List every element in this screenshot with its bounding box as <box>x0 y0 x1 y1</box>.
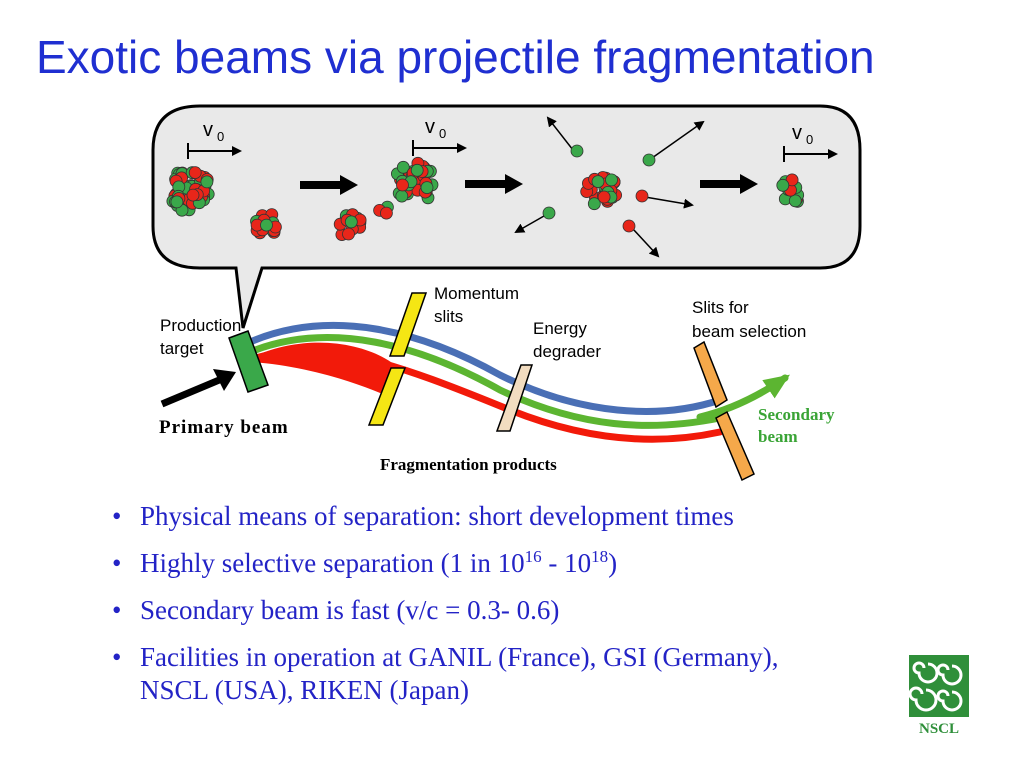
nucleon <box>260 218 273 232</box>
bullet-dot: • <box>112 641 122 672</box>
bullet-item: • Secondary beam is fast (v/c = 0.3- 0.6… <box>112 594 560 625</box>
velocity-label: v <box>203 119 213 141</box>
velocity-subscript: 0 <box>806 132 813 147</box>
label-momentum-slits: Momentum <box>434 284 519 303</box>
process-arrows <box>300 174 758 195</box>
label-secondary-beam: beam <box>758 427 798 446</box>
emitted-nucleons <box>514 116 705 258</box>
callout-bubble <box>151 104 862 329</box>
nucleon <box>591 175 605 189</box>
label-energy-degrader: degrader <box>533 342 601 361</box>
beam-blue <box>246 321 724 415</box>
fragmentation-diagram: v 0 v 0 v 0 <box>151 104 862 482</box>
velocity-arrow-3: v 0 <box>783 122 838 162</box>
nucleon <box>188 166 202 180</box>
beam-red-spread <box>250 342 395 395</box>
nucleon <box>395 189 409 203</box>
bullet-dot: • <box>112 594 122 625</box>
nucleon <box>186 188 200 202</box>
nucleon <box>776 178 790 192</box>
velocity-arrows: v 0 v 0 v 0 <box>187 116 838 162</box>
velocity-arrow-1: v 0 <box>187 119 242 159</box>
nucleon <box>200 175 214 189</box>
selection-slit-upper <box>693 340 728 409</box>
velocity-label: v <box>792 122 802 144</box>
nuclei-clusters <box>166 156 805 242</box>
process-arrow <box>300 175 358 195</box>
label-momentum-slits: slits <box>434 307 463 326</box>
label-energy-degrader: Energy <box>533 319 587 338</box>
slide-title: Exotic beams via projectile fragmentatio… <box>36 31 875 83</box>
nucleon <box>170 195 184 209</box>
nscl-logo: NSCL <box>908 655 969 736</box>
nucleon <box>587 197 601 211</box>
nucleon <box>379 206 393 220</box>
production-target <box>228 330 269 393</box>
label-slits-selection: Slits for <box>692 298 749 317</box>
label-fragmentation-products: Fragmentation products <box>380 455 557 474</box>
beam-green-main <box>246 334 724 429</box>
label-secondary-beam: Secondary <box>758 405 835 424</box>
process-arrow <box>700 174 758 194</box>
primary-beam-arrow <box>160 374 226 408</box>
velocity-subscript: 0 <box>217 129 224 144</box>
nucleon <box>597 190 611 204</box>
bullet-item: • Highly selective separation (1 in 1016… <box>112 546 618 578</box>
momentum-slit-lower <box>367 367 407 426</box>
bullet-dot: • <box>112 547 122 578</box>
nucleon <box>420 181 434 195</box>
velocity-arrow-2: v 0 <box>412 116 467 156</box>
bullet-item: • Physical means of separation: short de… <box>112 501 734 531</box>
velocity-label: v <box>425 116 435 138</box>
label-production-target: Production <box>160 316 241 335</box>
momentum-slit-upper <box>388 292 428 357</box>
velocity-subscript: 0 <box>439 126 446 141</box>
label-primary-beam: Primary beam <box>159 417 289 438</box>
process-arrow <box>465 174 523 194</box>
nucleon <box>605 173 618 187</box>
energy-degrader <box>495 364 534 432</box>
primary-beam-arrowhead <box>213 369 236 391</box>
label-slits-selection: beam selection <box>692 322 806 341</box>
bullet-list: • Physical means of separation: short de… <box>112 500 912 721</box>
selection-slit-lower <box>715 410 755 482</box>
logo-text: NSCL <box>919 721 959 736</box>
nucleon <box>396 160 410 174</box>
nucleon <box>410 163 424 177</box>
nucleon <box>344 215 358 229</box>
bullet-item: • Facilities in operation at GANIL (Fran… <box>112 641 779 705</box>
nucleon <box>396 178 409 192</box>
label-production-target: target <box>160 339 204 358</box>
nucleon <box>342 227 355 241</box>
bullet-dot: • <box>112 501 122 531</box>
nucleon <box>788 194 802 208</box>
diagram-labels: Production target Momentum slits Energy … <box>159 284 835 474</box>
beam-green-secondary <box>696 374 790 421</box>
